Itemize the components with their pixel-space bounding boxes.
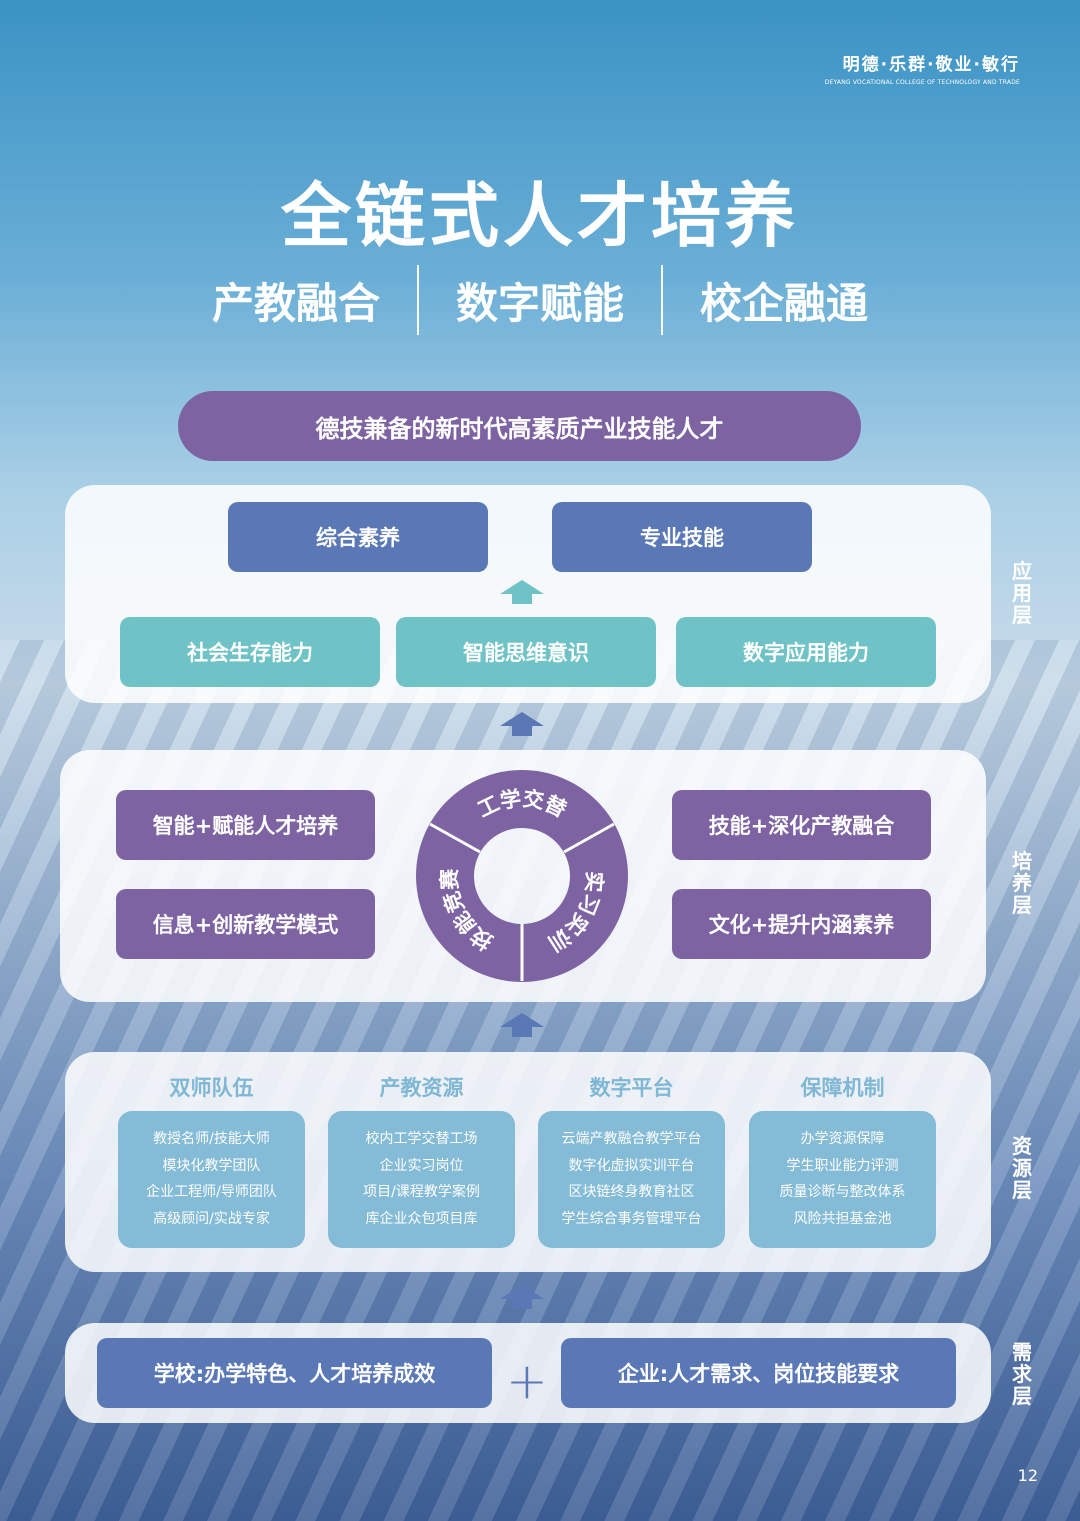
page-number: 12 [1017, 1466, 1038, 1485]
box-social: 社会生存能力 [120, 617, 380, 687]
resource-item: 模块化教学团队 [162, 1157, 261, 1174]
ring-divider [429, 822, 481, 854]
resource-list: 办学资源保障学生职业能力评测质量诊断与整改体系风险共担基金池 [749, 1111, 936, 1248]
resource-item: 区块链终身教育社区 [568, 1184, 695, 1200]
resource-item: 学生职业能力评测 [786, 1157, 899, 1174]
motto-text: 明德·乐群·敬业·敏行 [842, 55, 1020, 75]
up-arrow-icon [500, 712, 544, 738]
box-training: 信息+创新教学模式 [116, 889, 375, 959]
divider [417, 265, 419, 335]
layer-label: 应用层 [1012, 559, 1032, 627]
resource-item: 办学资源保障 [800, 1131, 885, 1147]
up-arrow-icon [500, 1285, 544, 1311]
resource-item: 企业工程师/导师团队 [146, 1184, 277, 1200]
resource-item: 教授名师/技能大师 [153, 1131, 270, 1147]
box-professional: 专业技能 [552, 502, 812, 572]
resource-list: 校内工学交替工场企业实习岗位项目/课程教学案例库企业众包项目库 [328, 1111, 515, 1248]
subtitle: 数字赋能 [455, 278, 624, 328]
resource-item: 高级顾问/实战专家 [153, 1210, 270, 1227]
resource-item: 库企业众包项目库 [365, 1210, 478, 1227]
resource-list: 教授名师/技能大师模块化教学团队企业工程师/导师团队高级顾问/实战专家 [118, 1111, 305, 1248]
resource-item: 云端产教融合教学平台 [561, 1131, 702, 1147]
resource-item: 企业实习岗位 [379, 1157, 464, 1174]
box-school: 学校:办学特色、人才培养成效 [97, 1338, 492, 1408]
subtitle-row: 产教融合 数字赋能 校企融通 [0, 265, 1080, 335]
layer-label: 资源层 [1012, 1134, 1032, 1202]
box-digital: 数字应用能力 [676, 617, 936, 687]
resource-item: 学生综合事务管理平台 [561, 1210, 702, 1227]
resource-title: 保障机制 [800, 1076, 885, 1100]
subtitle: 产教融合 [211, 278, 380, 328]
box-intelligent: 智能思维意识 [396, 617, 656, 687]
plus-icon: + [506, 1352, 548, 1410]
ring-divider [563, 822, 615, 854]
school-name-en: DEYANG VOCATIONAL COLLEGE OF TECHNOLOGY … [824, 79, 1020, 86]
up-arrow-icon [500, 1013, 544, 1039]
box-training: 文化+提升内涵素养 [672, 889, 931, 959]
resource-title: 数字平台 [589, 1076, 674, 1100]
layer-label: 需求层 [1012, 1340, 1032, 1408]
layer-label: 培养层 [1012, 849, 1032, 917]
resource-title: 双师队伍 [169, 1076, 254, 1100]
up-arrow-icon [500, 580, 544, 606]
resource-title: 产教资源 [379, 1076, 464, 1100]
resource-item: 校内工学交替工场 [365, 1131, 478, 1147]
resource-item: 风险共担基金池 [793, 1210, 892, 1227]
box-enterprise: 企业:人才需求、岗位技能要求 [561, 1338, 956, 1408]
box-training: 技能+深化产教融合 [672, 790, 931, 860]
resource-item: 质量诊断与整改体系 [779, 1184, 906, 1200]
subtitle: 校企融通 [699, 278, 868, 328]
resource-item: 项目/课程教学案例 [363, 1184, 480, 1200]
resource-item: 数字化虚拟实训平台 [568, 1157, 695, 1174]
cycle-ring: 工学交替 实习实训 技能竞赛 [416, 770, 628, 982]
header-motto: 明德·乐群·敬业·敏行 DEYANG VOCATIONAL COLLEGE OF… [825, 50, 1020, 86]
divider [661, 265, 663, 335]
box-comprehensive: 综合素养 [228, 502, 488, 572]
resource-list: 云端产教融合教学平台数字化虚拟实训平台区块链终身教育社区学生综合事务管理平台 [538, 1111, 725, 1248]
box-training: 智能+赋能人才培养 [116, 790, 375, 860]
page-title: 全链式人才培养 [281, 175, 799, 257]
goal-banner: 德技兼备的新时代高素质产业技能人才 [178, 391, 861, 461]
